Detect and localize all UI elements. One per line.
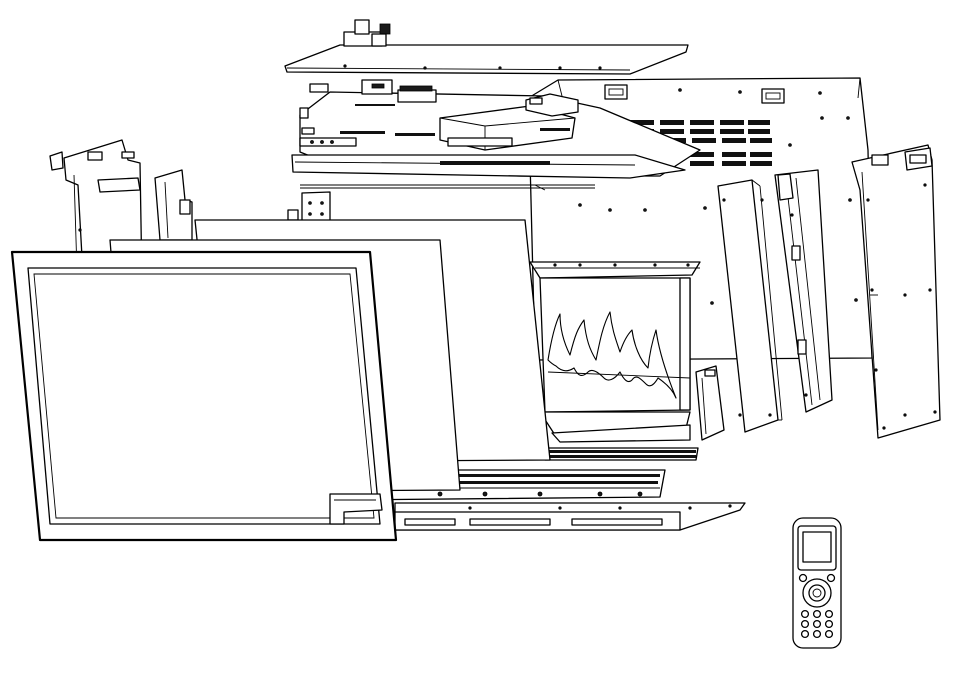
bottom-base-tray [394, 502, 746, 531]
top-cover-panel [284, 19, 689, 75]
left-inner-bracket [154, 169, 193, 241]
remote-control [792, 517, 842, 649]
right-side-panel [851, 144, 941, 439]
right-channel-bracket [774, 169, 833, 413]
control-board-assembly [291, 79, 701, 189]
right-divider-panel [695, 179, 783, 441]
front-frame [10, 250, 398, 542]
flame-effect-panel [529, 261, 701, 443]
